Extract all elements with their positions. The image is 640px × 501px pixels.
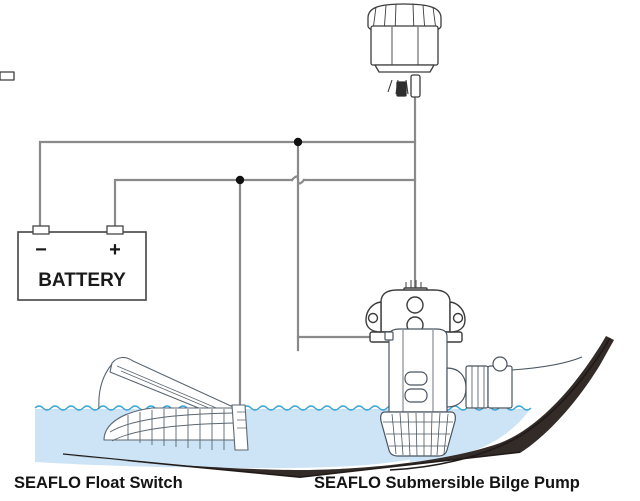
pump-cable-entry (384, 331, 394, 341)
pump-strainer-slots (383, 412, 453, 457)
pump-hose-connector (487, 365, 513, 409)
float-switch-label: SEAFLO Float Switch (14, 474, 183, 492)
thru-hull-vent[interactable] (0, 3, 442, 98)
pump-hose-barb-rings (471, 366, 485, 408)
battery-terminal-negative (32, 225, 50, 235)
pump-switch-top (404, 371, 428, 386)
wire-junction-dots (235, 137, 303, 185)
junction-box-screw-left (367, 312, 379, 324)
junction-dot-negative (293, 137, 303, 147)
pump-hose-run (511, 356, 583, 371)
junction-box-cable-entry (405, 280, 422, 290)
battery-body (17, 231, 147, 301)
pump-switch-bottom (404, 388, 428, 403)
pump-hose-barb (465, 365, 489, 409)
float-switch[interactable] (98, 356, 249, 451)
float-switch-pivot (237, 411, 246, 429)
vent-cable-gland (410, 74, 421, 98)
battery-terminal-positive (106, 225, 124, 235)
water-line (34, 405, 532, 411)
pump-hose-eyelet (492, 356, 508, 372)
pump-body-ribs (402, 330, 434, 412)
hull-side-curve (389, 337, 611, 471)
vent-cap-ribs (372, 3, 437, 34)
wire-positive-rail (113, 178, 294, 240)
vent-neck (0, 71, 15, 81)
float-switch-lead (98, 363, 113, 410)
battery[interactable]: − + BATTERY (17, 225, 147, 301)
boat-hull (62, 336, 614, 478)
junction-box-screw-right (452, 312, 464, 324)
vent-connector (396, 81, 407, 97)
bilge-pump-label: SEAFLO Submersible Bilge Pump (314, 474, 580, 492)
submersible-bilge-pump[interactable] (380, 328, 583, 457)
junction-box-port-top (406, 296, 424, 314)
vent-body-lines (391, 27, 419, 65)
battery-positive-sign: + (109, 239, 121, 261)
battery-negative-sign: − (35, 239, 47, 261)
float-switch-body-right (231, 404, 249, 451)
float-switch-grate (109, 409, 239, 450)
wire-negative-rail (38, 140, 417, 240)
junction-dot-positive (235, 175, 245, 185)
vent-body (370, 25, 439, 66)
battery-label: BATTERY (38, 270, 126, 291)
hull-waterline-edge (62, 451, 521, 478)
pump-outlet-elbow (446, 367, 467, 408)
vent-base (374, 64, 435, 73)
